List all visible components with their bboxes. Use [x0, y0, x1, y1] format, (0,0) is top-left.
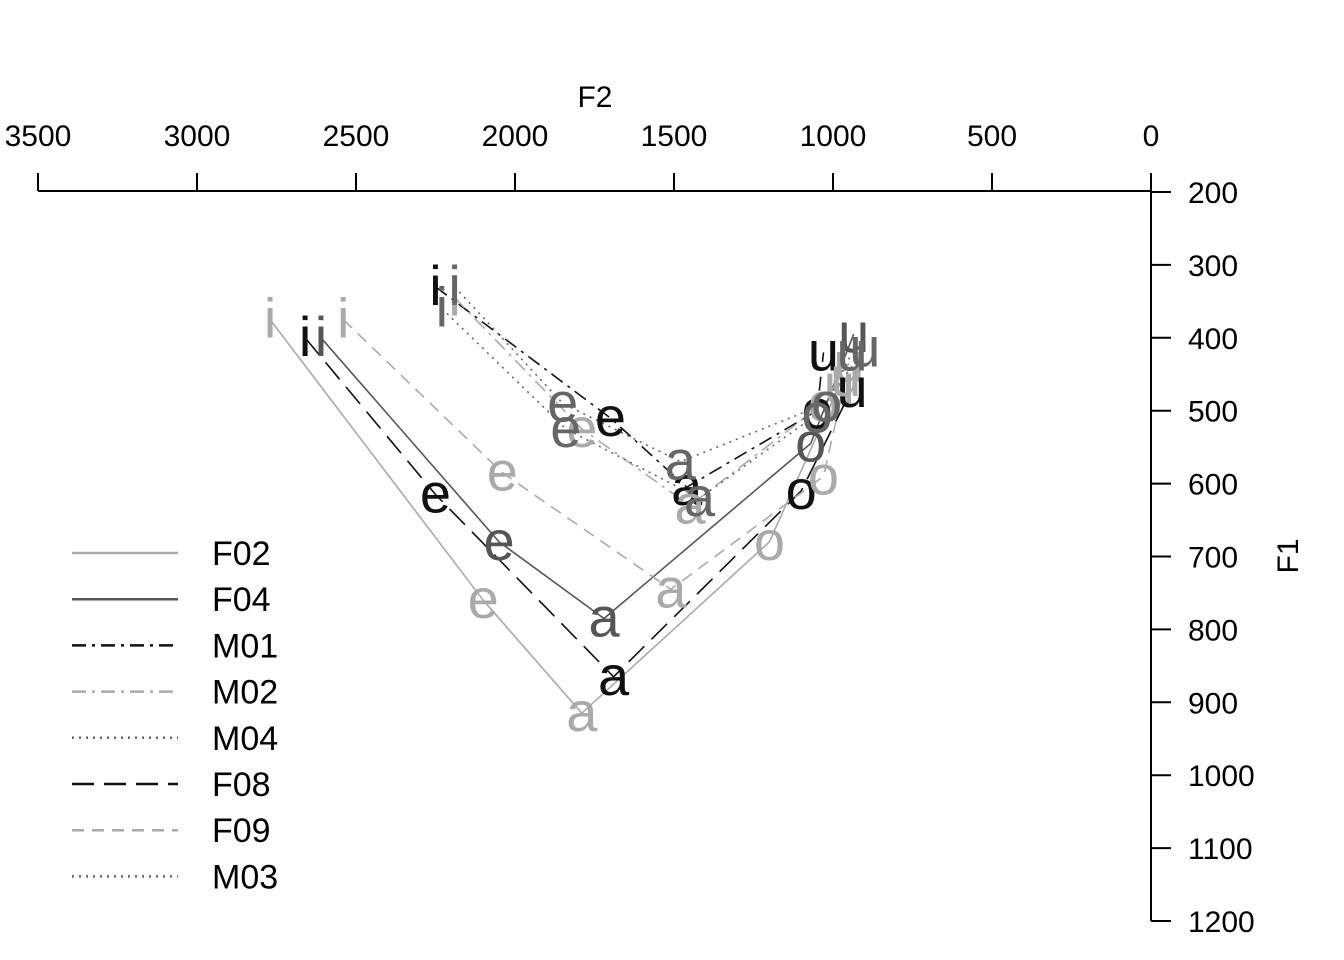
- series-line-f02: [269, 319, 841, 715]
- legend-label-f02: F02: [212, 535, 271, 573]
- vowel-label-f09-a: a: [655, 556, 687, 619]
- x-tick-label: 1500: [641, 120, 708, 153]
- vowel-label-m04-a: a: [684, 465, 716, 528]
- series-lines-layer: [269, 286, 866, 715]
- x-tick-label: 2000: [482, 120, 549, 153]
- vowel-label-m02-a: a: [674, 472, 706, 535]
- series-line-m03: [454, 286, 853, 463]
- series-line-f04: [320, 333, 855, 620]
- vowel-label-f09-i: i: [337, 287, 349, 350]
- legend-label-f04: F04: [212, 581, 271, 619]
- y-tick-label: 700: [1188, 542, 1238, 575]
- vowel-label-f02-u: u: [824, 352, 855, 415]
- y-tick-label: 400: [1188, 323, 1238, 356]
- vowel-label-f02-e: e: [468, 567, 499, 630]
- vowel-label-m03-a: a: [665, 429, 697, 492]
- y-tick-label: 1200: [1188, 906, 1255, 939]
- legend-label-m04: M04: [212, 720, 278, 758]
- y-tick-label: 200: [1188, 177, 1238, 210]
- x-axis-title: F2: [577, 81, 612, 114]
- y-tick-label: 800: [1188, 614, 1238, 647]
- series-line-f08: [304, 337, 853, 678]
- vowel-label-m01-e: e: [595, 385, 626, 448]
- y-tick-label: 500: [1188, 396, 1238, 429]
- x-tick-label: 3500: [5, 120, 72, 153]
- legend-label-m02: M02: [212, 674, 278, 712]
- vowel-label-m04-i: i: [436, 276, 448, 339]
- series-line-m02: [454, 297, 850, 507]
- vowel-label-f08-e: e: [420, 462, 451, 525]
- vowel-label-f04-i: i: [315, 305, 327, 368]
- y-axis-title: F1: [1272, 538, 1305, 573]
- x-tick-label: 0: [1143, 120, 1160, 153]
- vowel-label-m01-i: i: [429, 254, 441, 317]
- vowel-label-m01-a: a: [671, 454, 703, 517]
- y-tick-label: 1000: [1188, 760, 1255, 793]
- vowel-label-f02-o: o: [754, 509, 785, 572]
- vowel-label-m03-u: u: [837, 319, 868, 382]
- vowel-label-f04-u: u: [838, 301, 869, 364]
- legend-label-f08: F08: [212, 766, 271, 804]
- vowel-label-m01-u: u: [808, 319, 839, 382]
- series-line-f09: [342, 319, 847, 591]
- vowel-label-f09-e: e: [487, 440, 518, 503]
- vowel-label-f04-a: a: [588, 585, 620, 648]
- vowel-label-f08-i: i: [299, 305, 311, 368]
- vowel-label-m03-e: e: [547, 370, 578, 433]
- x-tick-label: 1000: [800, 120, 867, 153]
- series-line-m01: [435, 286, 825, 489]
- vowel-label-m03-i: i: [448, 254, 460, 317]
- y-tick-label: 900: [1188, 687, 1238, 720]
- vowel-label-f09-o: o: [808, 443, 839, 506]
- axes-layer: 3500 3000 2500 2000 1500 1000 500 0 200 300 400 500…: [5, 120, 1255, 939]
- vowel-label-m01-o: o: [802, 378, 833, 441]
- vowel-label-m02-u: u: [833, 330, 864, 393]
- x-tick-label: 500: [967, 120, 1017, 153]
- vowel-label-f04-e: e: [484, 509, 515, 572]
- vowel-label-f02-a: a: [566, 680, 598, 743]
- x-tick-label: 3000: [164, 120, 231, 153]
- vowel-label-f08-o: o: [786, 458, 817, 521]
- vowel-label-m04-u: u: [849, 316, 880, 379]
- legend-label-f09: F09: [212, 812, 271, 850]
- y-tick-label: 600: [1188, 469, 1238, 502]
- vowel-label-m02-e: e: [566, 396, 597, 459]
- y-tick-label: 1100: [1188, 833, 1253, 866]
- vowel-label-f02-i: i: [264, 287, 276, 350]
- vowel-label-m04-e: e: [550, 396, 581, 459]
- vowel-label-m02-i: i: [448, 265, 460, 328]
- vowel-label-f08-u: u: [837, 356, 868, 419]
- legend-label-m03: M03: [212, 858, 278, 896]
- vowel-label-f04-o: o: [795, 411, 826, 474]
- series-line-m04: [441, 308, 866, 500]
- legend-label-m01: M01: [212, 627, 278, 665]
- vowel-label-m02-o: o: [808, 370, 839, 433]
- vowel-label-m03-o: o: [811, 370, 842, 433]
- y-tick-label: 300: [1188, 250, 1238, 283]
- vowel-label-f09-u: u: [830, 345, 861, 408]
- x-tick-label: 2500: [323, 120, 390, 153]
- vowel-label-m04-o: o: [802, 381, 833, 444]
- vowel-label-f08-a: a: [598, 644, 630, 707]
